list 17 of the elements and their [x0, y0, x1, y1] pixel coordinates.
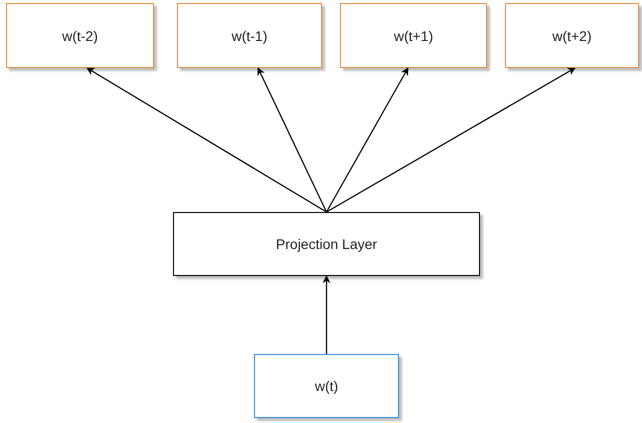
- node-label: w(t): [314, 378, 338, 394]
- node-label: w(t+2): [552, 28, 592, 44]
- arrow: [257, 67, 328, 212]
- node-label: w(t+1): [394, 28, 434, 44]
- word-box: [340, 3, 487, 68]
- node-label: w(t-2): [62, 28, 98, 44]
- node-label: Projection Layer: [276, 236, 378, 252]
- word-box: [6, 3, 154, 68]
- node-label: w(t-1): [232, 28, 268, 44]
- word-box: [177, 3, 322, 68]
- layer-box: [173, 212, 480, 276]
- word-box: [505, 3, 639, 68]
- word-box: [254, 354, 399, 418]
- arrow: [322, 275, 330, 354]
- arrow: [326, 67, 409, 212]
- arrow: [86, 67, 327, 213]
- arrow: [326, 67, 576, 213]
